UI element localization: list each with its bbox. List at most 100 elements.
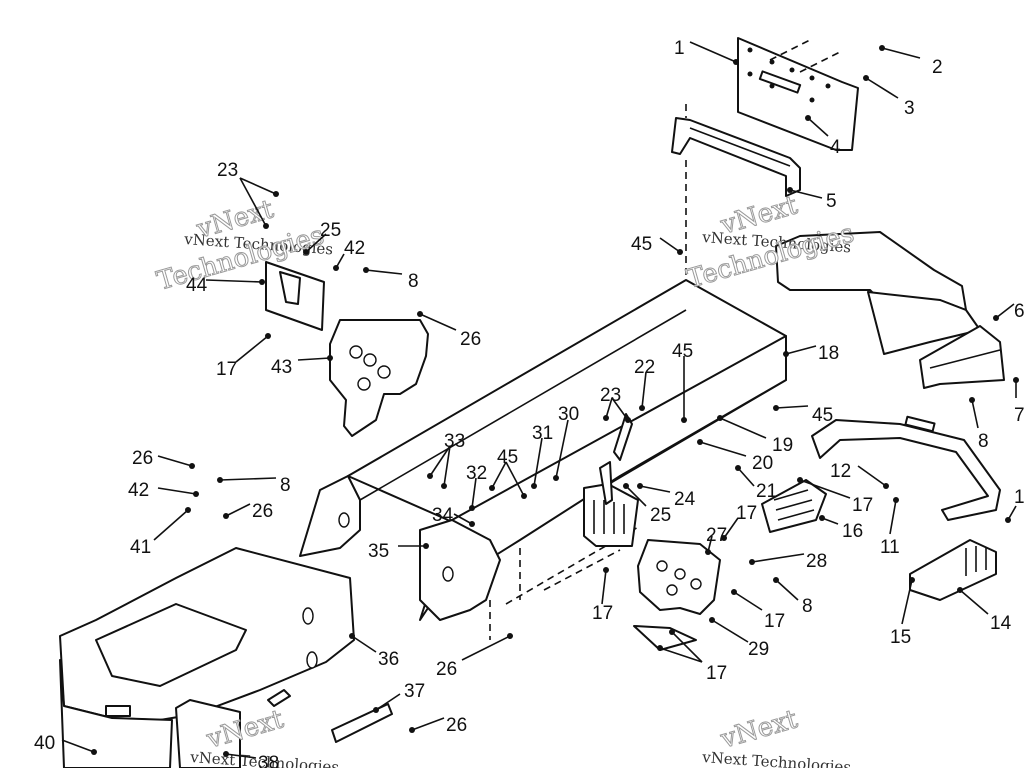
leader-line	[225, 503, 251, 517]
callout-1: 1	[1005, 487, 1024, 523]
fastener-dot	[669, 629, 675, 635]
callout-label: 25	[320, 220, 341, 241]
fastener-dot	[677, 249, 683, 255]
leader-line	[751, 553, 805, 563]
callout-label: 20	[752, 453, 773, 474]
leader-line	[453, 513, 473, 525]
leader-line	[305, 233, 327, 253]
fastener-dot	[193, 491, 199, 497]
fastener-dot	[993, 315, 999, 321]
fastener-dot	[883, 483, 889, 489]
leader-line	[737, 467, 755, 487]
leader-line	[225, 753, 257, 759]
callout-26: 26	[417, 311, 481, 350]
leader-line	[533, 437, 543, 487]
leader-line	[881, 47, 921, 59]
callout-label: 25	[650, 505, 671, 526]
callout-20: 20	[697, 439, 773, 474]
bracket-assembly-part	[265, 261, 429, 437]
fastener-dot	[797, 477, 803, 483]
fastener-dot	[489, 485, 495, 491]
fastener-dot	[957, 587, 963, 593]
leader-line	[971, 399, 979, 429]
callout-label: 41	[130, 537, 151, 558]
fastener-dot	[531, 483, 537, 489]
fastener-dot	[469, 505, 475, 511]
callout-label: 1	[1014, 487, 1024, 508]
callout-33: 33	[427, 431, 465, 489]
callout-label: 12	[830, 461, 851, 482]
leader-line	[365, 269, 403, 275]
leader-line	[555, 419, 569, 479]
callout-17: 17	[721, 503, 757, 541]
callout-42: 42	[333, 238, 365, 271]
callout-35: 35	[368, 541, 429, 562]
callout-12: 12	[830, 461, 889, 489]
fastener-dot	[363, 267, 369, 273]
fastener-dot	[507, 633, 513, 639]
fastener-dot	[409, 727, 415, 733]
seat-base-part	[59, 547, 355, 768]
leader-line	[461, 635, 511, 661]
leader-line	[901, 579, 913, 625]
callout-45: 45	[672, 341, 693, 423]
fastener-dot	[217, 477, 223, 483]
callout-label: 35	[368, 541, 389, 562]
watermark-large-line1: vNext	[717, 704, 802, 755]
leader-line	[775, 579, 799, 601]
fastener-dot	[223, 513, 229, 519]
fastener-dot	[623, 483, 629, 489]
callout-2: 2	[879, 45, 943, 78]
callout-23: 23	[600, 385, 631, 423]
callout-label: 15	[890, 627, 911, 648]
callout-label: 45	[631, 234, 652, 255]
callout-15: 15	[890, 577, 915, 648]
callout-19: 19	[717, 415, 793, 456]
leader-line	[789, 189, 823, 199]
fastener-dot	[637, 483, 643, 489]
callout-label: 36	[378, 649, 399, 670]
fastener-dot	[863, 75, 869, 81]
fastener-dot	[185, 507, 191, 513]
fastener-dot	[787, 187, 793, 193]
callout-7: 7	[1013, 377, 1024, 426]
callout-label: 43	[271, 357, 292, 378]
callout-23: 23	[217, 160, 279, 229]
foot-rest-part	[909, 539, 997, 601]
callout-label: 21	[756, 481, 777, 502]
leader-line	[219, 477, 277, 481]
callout-41: 41	[130, 507, 191, 558]
leader-line	[411, 717, 445, 731]
leader-line	[689, 41, 737, 63]
callout-45: 45	[631, 234, 683, 255]
callout-label: 40	[34, 733, 55, 754]
callout-45: 45	[773, 405, 833, 426]
callout-24: 24	[637, 483, 696, 510]
callout-label: 17	[852, 495, 873, 516]
callout-5: 5	[787, 187, 837, 212]
callout-label: 6	[1014, 301, 1024, 322]
fastener-dot	[373, 707, 379, 713]
callout-label: 16	[842, 521, 863, 542]
callout-17: 17	[797, 477, 873, 516]
callout-label: 26	[460, 329, 481, 350]
callout-label: 38	[258, 753, 279, 768]
front-plate-part	[737, 37, 859, 151]
leader-line	[807, 117, 829, 137]
leader-line	[611, 397, 629, 421]
leader-line	[239, 177, 267, 227]
fastener-dot	[909, 577, 915, 583]
fastener-dot	[639, 405, 645, 411]
callout-label: 8	[280, 475, 291, 496]
callout-label: 2	[932, 57, 943, 78]
callout-label: 24	[674, 489, 696, 510]
fastener-dot	[731, 589, 737, 595]
callout-38: 38	[223, 751, 279, 768]
callout-label: 17	[764, 611, 785, 632]
leader-line	[889, 499, 897, 535]
callout-label: 28	[806, 551, 827, 572]
leader-line	[351, 635, 377, 653]
fastener-dot	[805, 115, 811, 121]
callout-label: 45	[672, 341, 693, 362]
